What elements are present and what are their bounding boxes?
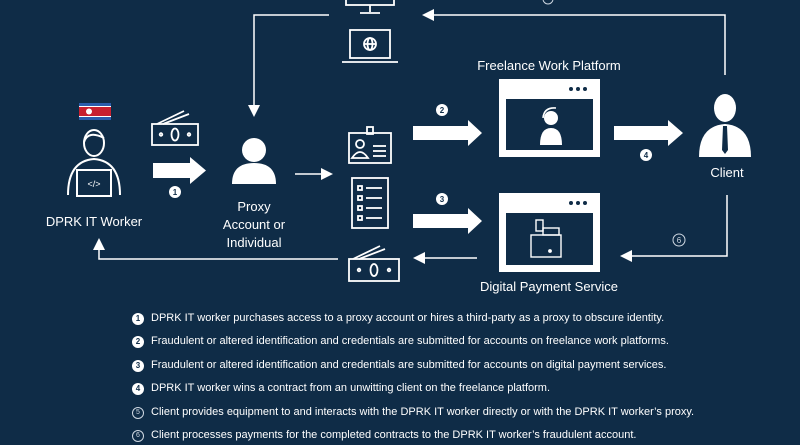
svg-text:3: 3	[440, 195, 445, 204]
cash-register-icon	[530, 219, 562, 258]
svg-text:1: 1	[173, 188, 178, 197]
step-1-badge: 1	[132, 312, 144, 325]
step-1-marker	[169, 186, 181, 198]
arrow-step-3	[413, 208, 482, 234]
legend-item: 2 Fraudulent or altered identification a…	[132, 335, 669, 348]
north-korea-flag-icon	[79, 103, 111, 120]
legend-item: 4 DPRK IT worker wins a contract from an…	[132, 382, 550, 395]
payment-service-window-icon	[499, 193, 600, 272]
freelance-platform-window-icon	[499, 79, 600, 157]
client-businessman-icon	[699, 94, 751, 157]
arrow-step-1	[153, 157, 206, 184]
payment-label: Digital Payment Service	[480, 279, 618, 294]
step-2-badge: 2	[132, 335, 144, 348]
step-5-text: Client provides equipment to and interac…	[151, 406, 695, 418]
step-5-badge: 5	[132, 406, 144, 419]
svg-text:2: 2	[440, 106, 445, 115]
svg-text:</>: </>	[87, 179, 100, 189]
client-label: Client	[710, 165, 744, 180]
step-3-text: Fraudulent or altered identification and…	[151, 359, 667, 371]
arrow-step-4	[614, 120, 683, 146]
legend-item: 5 Client provides equipment to and inter…	[132, 406, 694, 419]
step-6-badge: 6	[132, 429, 144, 442]
step-3-marker	[436, 193, 448, 205]
desktop-monitor-icon	[345, 0, 395, 14]
flow-lines	[93, 9, 728, 264]
steps-legend: 1 DPRK IT worker purchases access to a p…	[132, 312, 792, 445]
legend-item: 6 Client processes payments for the comp…	[132, 429, 636, 442]
step-4-marker	[640, 149, 652, 161]
proxy-label-2: Account or	[223, 217, 286, 232]
legend-item: 3 Fraudulent or altered identification a…	[132, 359, 666, 372]
cash-payout-icon	[348, 245, 400, 282]
svg-text:6: 6	[677, 236, 682, 245]
proxy-label-3: Individual	[227, 235, 282, 250]
cash-icon	[151, 110, 199, 146]
step-2-marker	[436, 104, 448, 116]
svg-text:4: 4	[644, 151, 649, 160]
step-4-badge: 4	[132, 382, 144, 395]
step-4-text: DPRK IT worker wins a contract from an u…	[151, 382, 551, 394]
step-3-badge: 3	[132, 359, 144, 372]
proxy-person-icon	[232, 138, 276, 184]
arrow-step-2	[413, 120, 482, 146]
dprk-it-worker-icon: </>	[67, 129, 121, 197]
dprk-it-worker-scheme-diagram: </> DPRK IT Worker 1 Proxy Account or In…	[45, 0, 751, 294]
step-6-text: Client processes payments for the comple…	[151, 429, 637, 441]
step-2-text: Fraudulent or altered identification and…	[151, 335, 669, 347]
id-card-icon	[348, 126, 392, 164]
proxy-label-1: Proxy	[237, 199, 271, 214]
step-1-text: DPRK IT worker purchases access to a pro…	[151, 312, 665, 324]
laptop-globe-icon	[342, 29, 398, 63]
checklist-icon	[351, 177, 389, 229]
platform-label: Freelance Work Platform	[477, 58, 621, 73]
worker-label: DPRK IT Worker	[46, 214, 143, 229]
step-5-marker	[542, 0, 554, 5]
step-6-marker	[672, 233, 686, 247]
legend-item: 1 DPRK IT worker purchases access to a p…	[132, 312, 664, 325]
